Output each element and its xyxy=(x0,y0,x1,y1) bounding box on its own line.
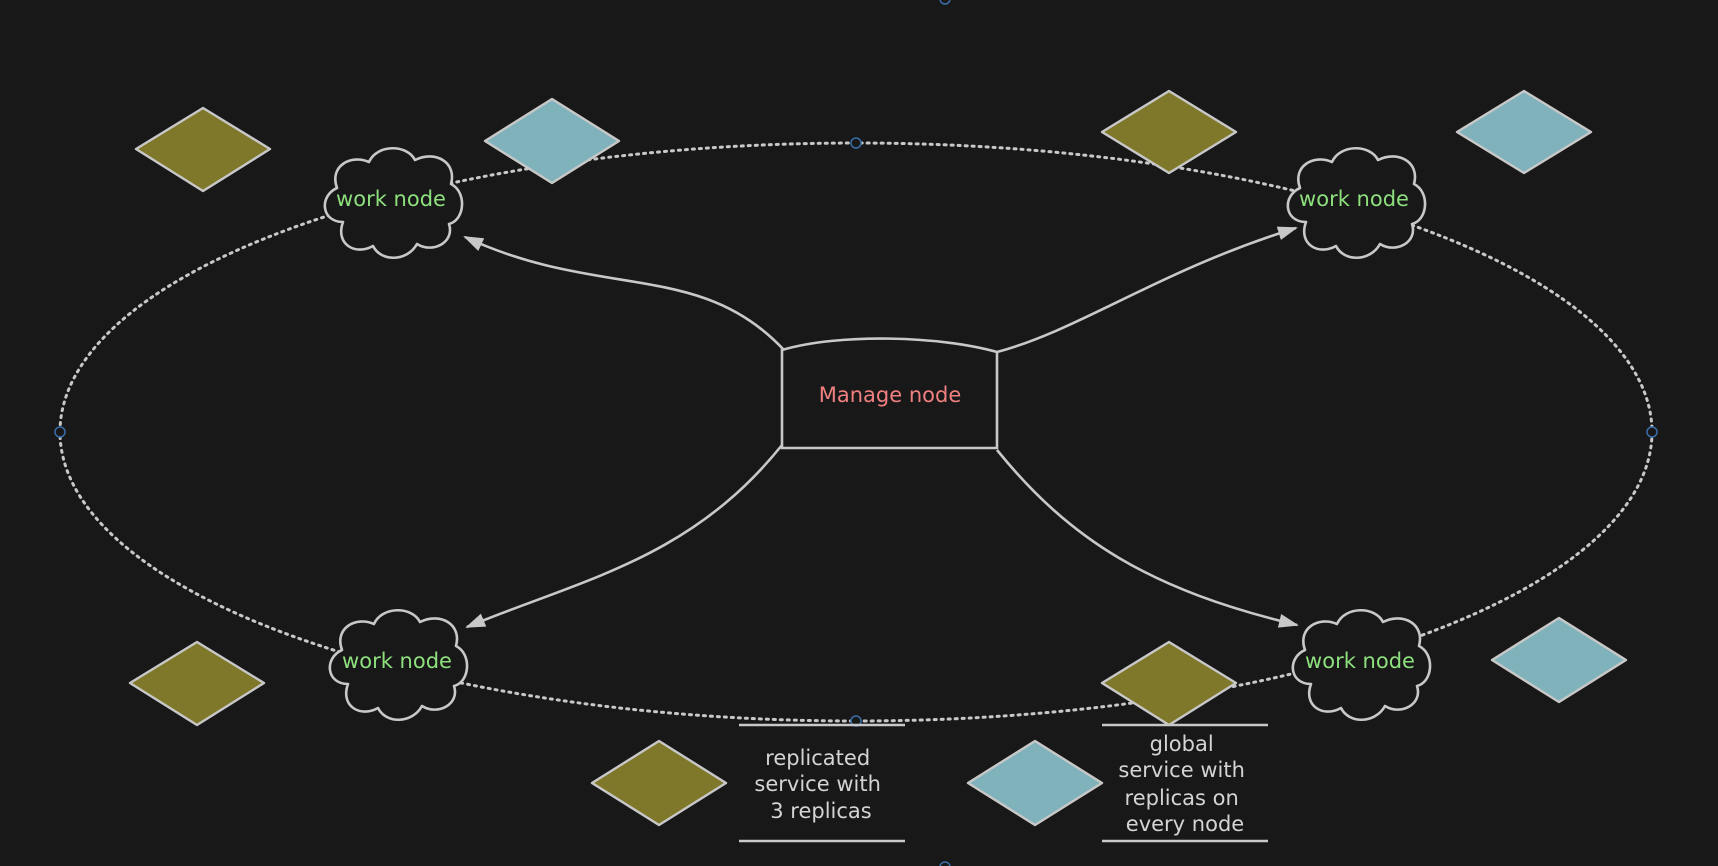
work-node-bottom-left[interactable]: work node xyxy=(328,608,469,722)
legend-global-text: global service with replicas on every no… xyxy=(1118,732,1251,836)
global-service-diamond[interactable] xyxy=(1490,616,1628,704)
ring-handle-top[interactable] xyxy=(850,137,862,149)
legend-replicated-text: replicated service with 3 replicas xyxy=(754,746,887,823)
manage-node-label: Manage node xyxy=(819,383,962,407)
work-node-bottom-right[interactable]: work node xyxy=(1291,608,1432,722)
legend-replicated-diamond xyxy=(590,739,728,827)
work-node-top-left[interactable]: work node xyxy=(323,146,464,260)
legend: replicated service with 3 replicas globa… xyxy=(590,723,1268,843)
ring-handle-left[interactable] xyxy=(54,426,66,438)
replicated-service-diamond[interactable] xyxy=(1100,640,1238,727)
work-node-top-right[interactable]: work node xyxy=(1286,146,1427,260)
replicated-service-diamond[interactable] xyxy=(128,640,266,727)
global-service-diamond[interactable] xyxy=(483,97,621,185)
legend-global-diamond xyxy=(966,739,1104,827)
arrow-to-top-left-worker[interactable] xyxy=(463,235,785,351)
work-node-label: work node xyxy=(1305,649,1415,673)
legend-replicated-line: replicated xyxy=(765,746,870,770)
replicated-service-diamond[interactable] xyxy=(134,106,272,193)
canvas-handle-bottom[interactable] xyxy=(939,861,951,866)
legend-global-line: global xyxy=(1150,732,1214,756)
legend-replicated-line: 3 replicas xyxy=(770,799,871,823)
canvas-handle-top[interactable] xyxy=(939,0,951,5)
manage-node-shape xyxy=(780,337,999,450)
work-node-label: work node xyxy=(1299,187,1409,211)
legend-global-line: service with xyxy=(1118,758,1244,782)
work-node-label: work node xyxy=(342,649,452,673)
ring-handles[interactable] xyxy=(54,0,1658,866)
legend-global-line: every node xyxy=(1126,812,1244,836)
arrow-to-bottom-right-worker[interactable] xyxy=(995,449,1299,628)
global-service-diamond[interactable] xyxy=(1455,89,1593,175)
arrow-to-top-right-worker[interactable] xyxy=(996,226,1298,354)
arrow-to-bottom-left-worker[interactable] xyxy=(465,444,784,629)
replicated-service-diamond[interactable] xyxy=(1100,89,1238,175)
work-node-label: work node xyxy=(336,187,446,211)
ring-handle-right[interactable] xyxy=(1646,426,1658,438)
manage-node[interactable]: Manage node xyxy=(780,337,999,450)
legend-global-line: replicas on xyxy=(1125,786,1239,810)
legend-replicated-line: service with xyxy=(754,772,880,796)
